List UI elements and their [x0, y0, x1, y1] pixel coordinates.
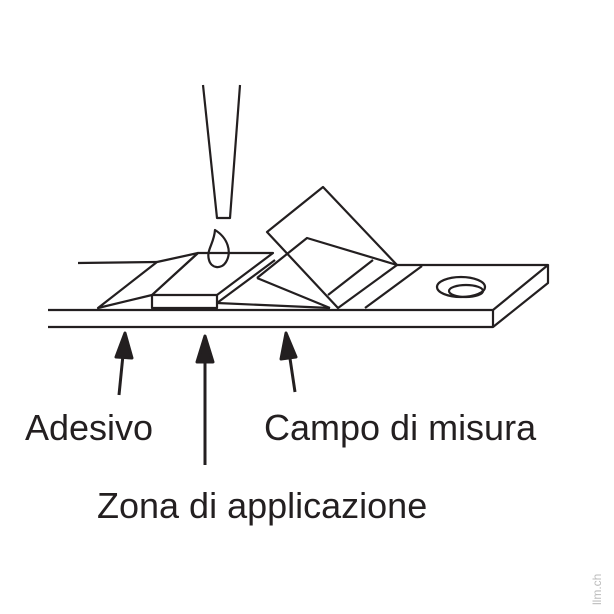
strip-hole — [435, 275, 487, 299]
application-pad — [150, 251, 276, 310]
arrows — [114, 331, 298, 465]
measuring-field — [216, 185, 423, 310]
blood-drop — [207, 228, 230, 269]
arrow-application-zone — [195, 334, 215, 465]
arrow-measuring-field — [279, 331, 298, 393]
label-adhesive: Adesivo — [25, 407, 154, 448]
label-application-zone: Zona di applicazione — [97, 485, 428, 526]
pipette — [201, 84, 242, 220]
label-measuring-field: Campo di misura — [264, 407, 537, 448]
strip-base — [48, 260, 550, 329]
watermark: llm.ch — [590, 573, 604, 605]
arrow-adhesive — [114, 331, 134, 396]
